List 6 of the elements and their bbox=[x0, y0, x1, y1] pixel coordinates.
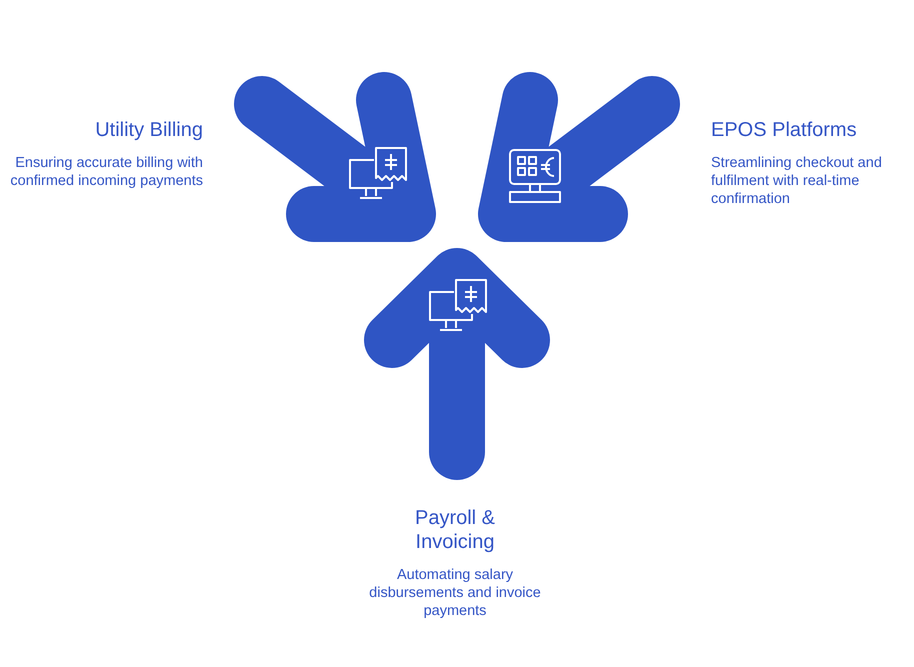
description: Ensuring accurate billing with confirmed incoming payments bbox=[9, 154, 203, 190]
description: Streamlining checkout and fulfilment with real-time confirmation bbox=[711, 154, 883, 208]
heading: Payroll & Invoicing bbox=[414, 506, 496, 554]
description: Automating salary disbursements and invoice payments bbox=[368, 566, 542, 620]
heading: Utility Billing bbox=[94, 118, 203, 142]
heading: EPOS Platforms bbox=[711, 118, 858, 142]
